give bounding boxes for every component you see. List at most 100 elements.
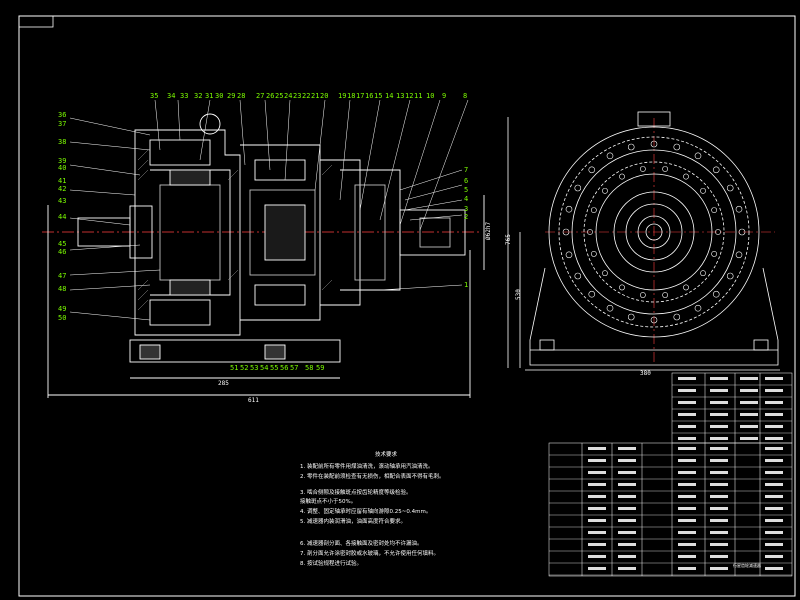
note-line-4: 接触斑点不小于50%。	[300, 497, 356, 505]
technical-notes: 技术要求 1. 装配前所有零件用煤油清洗，滚动轴承用汽油清洗。 2. 零件在装配…	[300, 450, 445, 567]
balloon-51: 51	[230, 364, 238, 372]
balloon-11: 11	[414, 92, 422, 100]
table-cell-mark	[678, 437, 696, 440]
bolt-hole	[587, 229, 593, 235]
table-cell-mark	[765, 437, 783, 440]
balloon-41: 41	[58, 177, 66, 185]
table-cell-mark	[740, 389, 758, 392]
table-cell-mark	[678, 377, 696, 380]
bolt-hole	[738, 228, 746, 236]
balloon-39: 39	[58, 157, 66, 165]
dim-base-width: 380	[640, 370, 651, 377]
table-cell-mark	[765, 389, 783, 392]
bolt-hole	[673, 313, 681, 321]
bolt-hole	[683, 173, 689, 180]
bolt-hole	[574, 184, 582, 192]
table-cell-mark	[710, 507, 728, 510]
parts-list-table	[548, 372, 793, 577]
table-cell-mark	[765, 543, 783, 546]
balloon-24: 24	[284, 92, 292, 100]
balloon-27: 27	[256, 92, 264, 100]
balloon-row-top: 35 34 33 32 31 30 29 28 27 26 25 24 23 2…	[150, 92, 467, 100]
balloon-31: 31	[205, 92, 213, 100]
table-cell-mark	[618, 471, 636, 474]
table-cell-mark	[678, 543, 696, 546]
note-line-9: 8. 按试验规程进行试验。	[300, 559, 362, 567]
bolt-hole	[565, 251, 573, 259]
bolt-hole	[715, 229, 721, 235]
table-cell-mark	[618, 507, 636, 510]
table-cell-mark	[710, 531, 728, 534]
balloon-6: 6	[464, 177, 468, 185]
dim-height-total: 765	[505, 234, 512, 245]
balloon-17: 17	[356, 92, 364, 100]
balloon-52: 52	[240, 364, 248, 372]
balloon-row-bottom: 51 52 53 54 55 56 57 58 59	[230, 364, 324, 372]
note-line-3: 3. 啮合侧隙及接触斑点按齿轮精度等级检验。	[300, 488, 412, 496]
balloon-35: 35	[150, 92, 158, 100]
balloon-19: 19	[338, 92, 346, 100]
bolt-hole	[726, 184, 734, 192]
table-cell-mark	[710, 471, 728, 474]
balloon-30: 30	[215, 92, 223, 100]
table-cell-mark	[678, 519, 696, 522]
table-cell-mark	[678, 459, 696, 462]
table-cell-mark	[765, 459, 783, 462]
table-cell-mark	[710, 377, 728, 380]
table-cell-mark	[618, 531, 636, 534]
note-line-5: 4. 调整、固定轴承时应留有轴向游隙0.25~0.4mm。	[300, 507, 431, 515]
balloon-14: 14	[385, 92, 393, 100]
balloon-20: 20	[320, 92, 328, 100]
table-cell-mark	[765, 507, 783, 510]
table-cell-mark	[710, 447, 728, 450]
parts-list-entries	[588, 377, 783, 570]
table-cell-mark	[588, 483, 606, 486]
table-cell-mark	[588, 495, 606, 498]
table-cell-mark	[588, 471, 606, 474]
bolt-hole	[606, 304, 614, 312]
table-cell-mark	[710, 495, 728, 498]
balloon-42: 42	[58, 185, 66, 193]
bolt-hole	[711, 207, 718, 214]
bolt-hole	[590, 250, 597, 257]
table-cell-mark	[618, 567, 636, 570]
bolt-hole	[711, 250, 718, 257]
bolt-hole	[694, 304, 702, 312]
balloon-58: 58	[305, 364, 313, 372]
table-cell-mark	[710, 413, 728, 416]
note-line-1: 1. 装配前所有零件用煤油清洗，滚动轴承用汽油清洗。	[300, 462, 434, 470]
bolt-hole	[588, 290, 596, 298]
leader-lines	[69, 99, 469, 321]
table-cell-mark	[618, 543, 636, 546]
balloon-49: 49	[58, 305, 66, 313]
balloon-50: 50	[58, 314, 66, 322]
balloon-32: 32	[194, 92, 202, 100]
balloon-8: 8	[463, 92, 467, 100]
balloon-37: 37	[58, 120, 66, 128]
bolt-hole	[602, 270, 608, 277]
table-cell-mark	[710, 389, 728, 392]
table-cell-mark	[678, 531, 696, 534]
bolt-hole	[627, 143, 635, 151]
table-cell-mark	[588, 567, 606, 570]
table-cell-mark	[740, 413, 758, 416]
bolt-hole	[619, 173, 625, 180]
corner-tag	[18, 15, 54, 28]
table-cell-mark	[740, 437, 758, 440]
note-line-2: 2. 零件在装配前须检查有无损伤，相配合表面不得有毛刺。	[300, 472, 445, 480]
note-line-8: 7. 剖分面允许涂密封胶或水玻璃，不允许使用任何填料。	[300, 549, 439, 557]
balloon-2: 2	[464, 213, 468, 221]
table-cell-mark	[710, 543, 728, 546]
balloon-34: 34	[167, 92, 175, 100]
balloon-10: 10	[426, 92, 434, 100]
table-cell-mark	[710, 567, 728, 570]
bolt-hole	[662, 292, 669, 298]
balloon-43: 43	[58, 197, 66, 205]
balloon-column-right: 7 6 5 4 3 2 1	[464, 166, 468, 289]
table-cell-mark	[710, 401, 728, 404]
table-cell-mark	[678, 555, 696, 558]
balloon-12: 12	[405, 92, 413, 100]
parts-list-rows	[549, 384, 792, 576]
bolt-hole	[574, 272, 582, 280]
